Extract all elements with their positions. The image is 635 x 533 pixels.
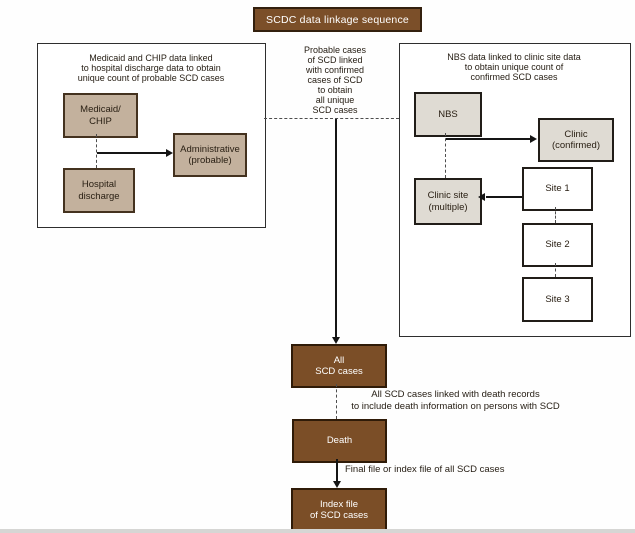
connector-nbs-clinic-site	[445, 133, 446, 178]
node-site-2: Site 2	[522, 223, 593, 267]
middle-caption: Probable cases of SCD linked with confir…	[303, 45, 367, 115]
arrow-to-administrative	[97, 152, 166, 154]
arrowhead-clinic-site	[478, 193, 485, 201]
arrow-to-clinic-confirmed	[446, 138, 530, 140]
final-file-caption: Final file or index file of all SCD case…	[345, 464, 505, 475]
connector-site1-site2	[555, 207, 556, 223]
node-medicaid-chip: Medicaid/ CHIP	[63, 93, 138, 138]
connector-probable-confirmed	[264, 118, 399, 119]
right-group-caption: NBS data linked to clinic site data to o…	[447, 52, 581, 82]
node-site-3: Site 3	[522, 277, 593, 322]
death-records-caption: All SCD cases linked with death records …	[351, 389, 560, 412]
node-clinic-site-multiple: Clinic site (multiple)	[414, 178, 482, 225]
arrow-site1-to-clinic-site	[486, 196, 522, 198]
arrowhead-clinic-confirmed	[530, 135, 537, 143]
node-site-1: Site 1	[522, 167, 593, 211]
left-group-caption: Medicaid and CHIP data linked to hospita…	[77, 53, 225, 83]
node-index-file: Index file of SCD cases	[291, 488, 387, 532]
node-clinic-confirmed: Clinic (confirmed)	[538, 118, 614, 162]
arrowhead-administrative	[166, 149, 173, 157]
node-death: Death	[292, 419, 387, 463]
connector-site2-site3	[555, 263, 556, 277]
node-all-scd-cases: All SCD cases	[291, 344, 387, 388]
node-hospital-discharge: Hospital discharge	[63, 168, 135, 213]
node-nbs: NBS	[414, 92, 482, 137]
arrowhead-all-scd-cases	[332, 337, 340, 344]
connector-allscd-death	[336, 384, 337, 419]
title-banner: SCDC data linkage sequence	[253, 7, 422, 32]
arrow-death-to-index	[336, 459, 338, 481]
connector-medicaid-hospital	[96, 134, 97, 168]
footer-divider	[0, 529, 635, 533]
arrow-to-all-scd-cases	[335, 119, 337, 337]
arrowhead-index-file	[333, 481, 341, 488]
node-administrative-probable: Administrative (probable)	[173, 133, 247, 177]
